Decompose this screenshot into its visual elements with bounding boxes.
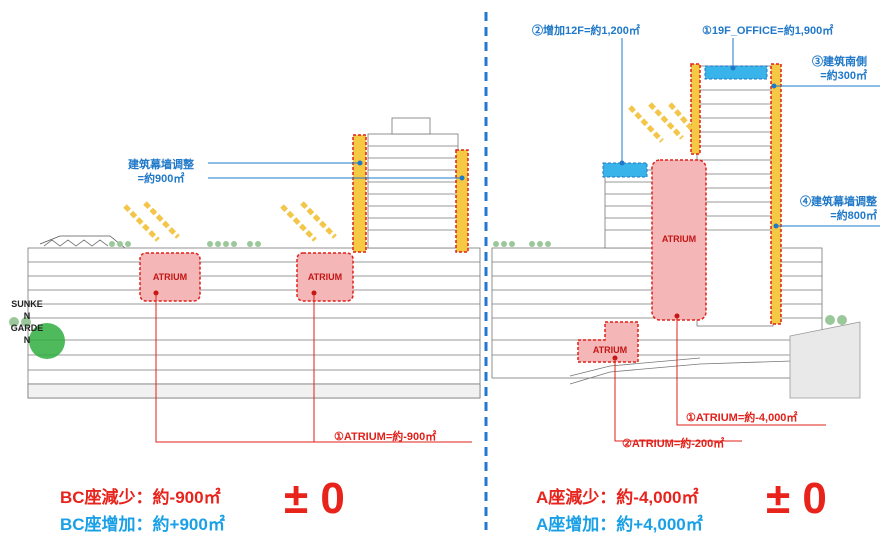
sunken-garden-label: SUNKE N GARDE N [10, 299, 44, 345]
a-office-label: ①19F_OFFICE=約1,900㎡ [702, 25, 834, 37]
a-atrium-1 [651, 159, 707, 321]
a-curtain-label: ④建筑幕墙调整 =約800㎡ [800, 196, 877, 222]
a-south-label: ③建筑南側 =約300㎡ [812, 56, 867, 82]
bc-curtain-label: 建筑幕墙调整 =約900㎡ [128, 159, 194, 185]
a-atrium-1-reduction-label: ①ATRIUM=約-4,000㎡ [686, 412, 798, 424]
a-decrease-summary: A座減少：約-4,000㎡ [536, 488, 699, 507]
a-ground [789, 321, 861, 399]
a-atrium-2 [577, 321, 639, 363]
bc-curtain-wall-2 [455, 149, 469, 253]
bc-net-total: ± 0 [284, 474, 345, 523]
bc-atrium-2 [296, 252, 354, 302]
bc-building [27, 117, 481, 399]
a-curtain-wall-east [770, 63, 782, 325]
sun-arrows-left [123, 201, 337, 242]
a-12f-label: ②增加12F=約1,200㎡ [532, 25, 640, 37]
a-increase-summary: A座增加：約+4,000㎡ [536, 515, 703, 534]
sun-arrows-right [628, 102, 700, 143]
bc-decrease-summary: BC座減少：約-900㎡ [60, 488, 221, 507]
bc-increase-summary: BC座增加：約+900㎡ [60, 515, 225, 534]
roof-shrubs-right [493, 241, 847, 325]
a-atrium-1-label: ATRIUM [661, 234, 697, 244]
a-net-total: ± 0 [766, 474, 827, 523]
bc-curtain-wall-1 [352, 134, 367, 253]
a-atrium-2-reduction-label: ②ATRIUM=約-200㎡ [622, 438, 725, 450]
a-12f-addition [602, 162, 648, 178]
a-19f-office [704, 65, 768, 80]
a-curtain-wall-west [690, 63, 701, 155]
sunken-garden-marker [29, 323, 65, 359]
bc-atrium-1 [139, 252, 201, 302]
bc-atrium-reduction-label: ①ATRIUM=約-900㎡ [334, 431, 437, 443]
a-atrium-2-label: ATRIUM [592, 345, 628, 355]
roof-shrubs-left [9, 241, 261, 327]
bc-atrium-leader [155, 293, 472, 443]
bc-atrium-1-label: ATRIUM [152, 272, 188, 282]
bc-atrium-2-label: ATRIUM [307, 272, 343, 282]
